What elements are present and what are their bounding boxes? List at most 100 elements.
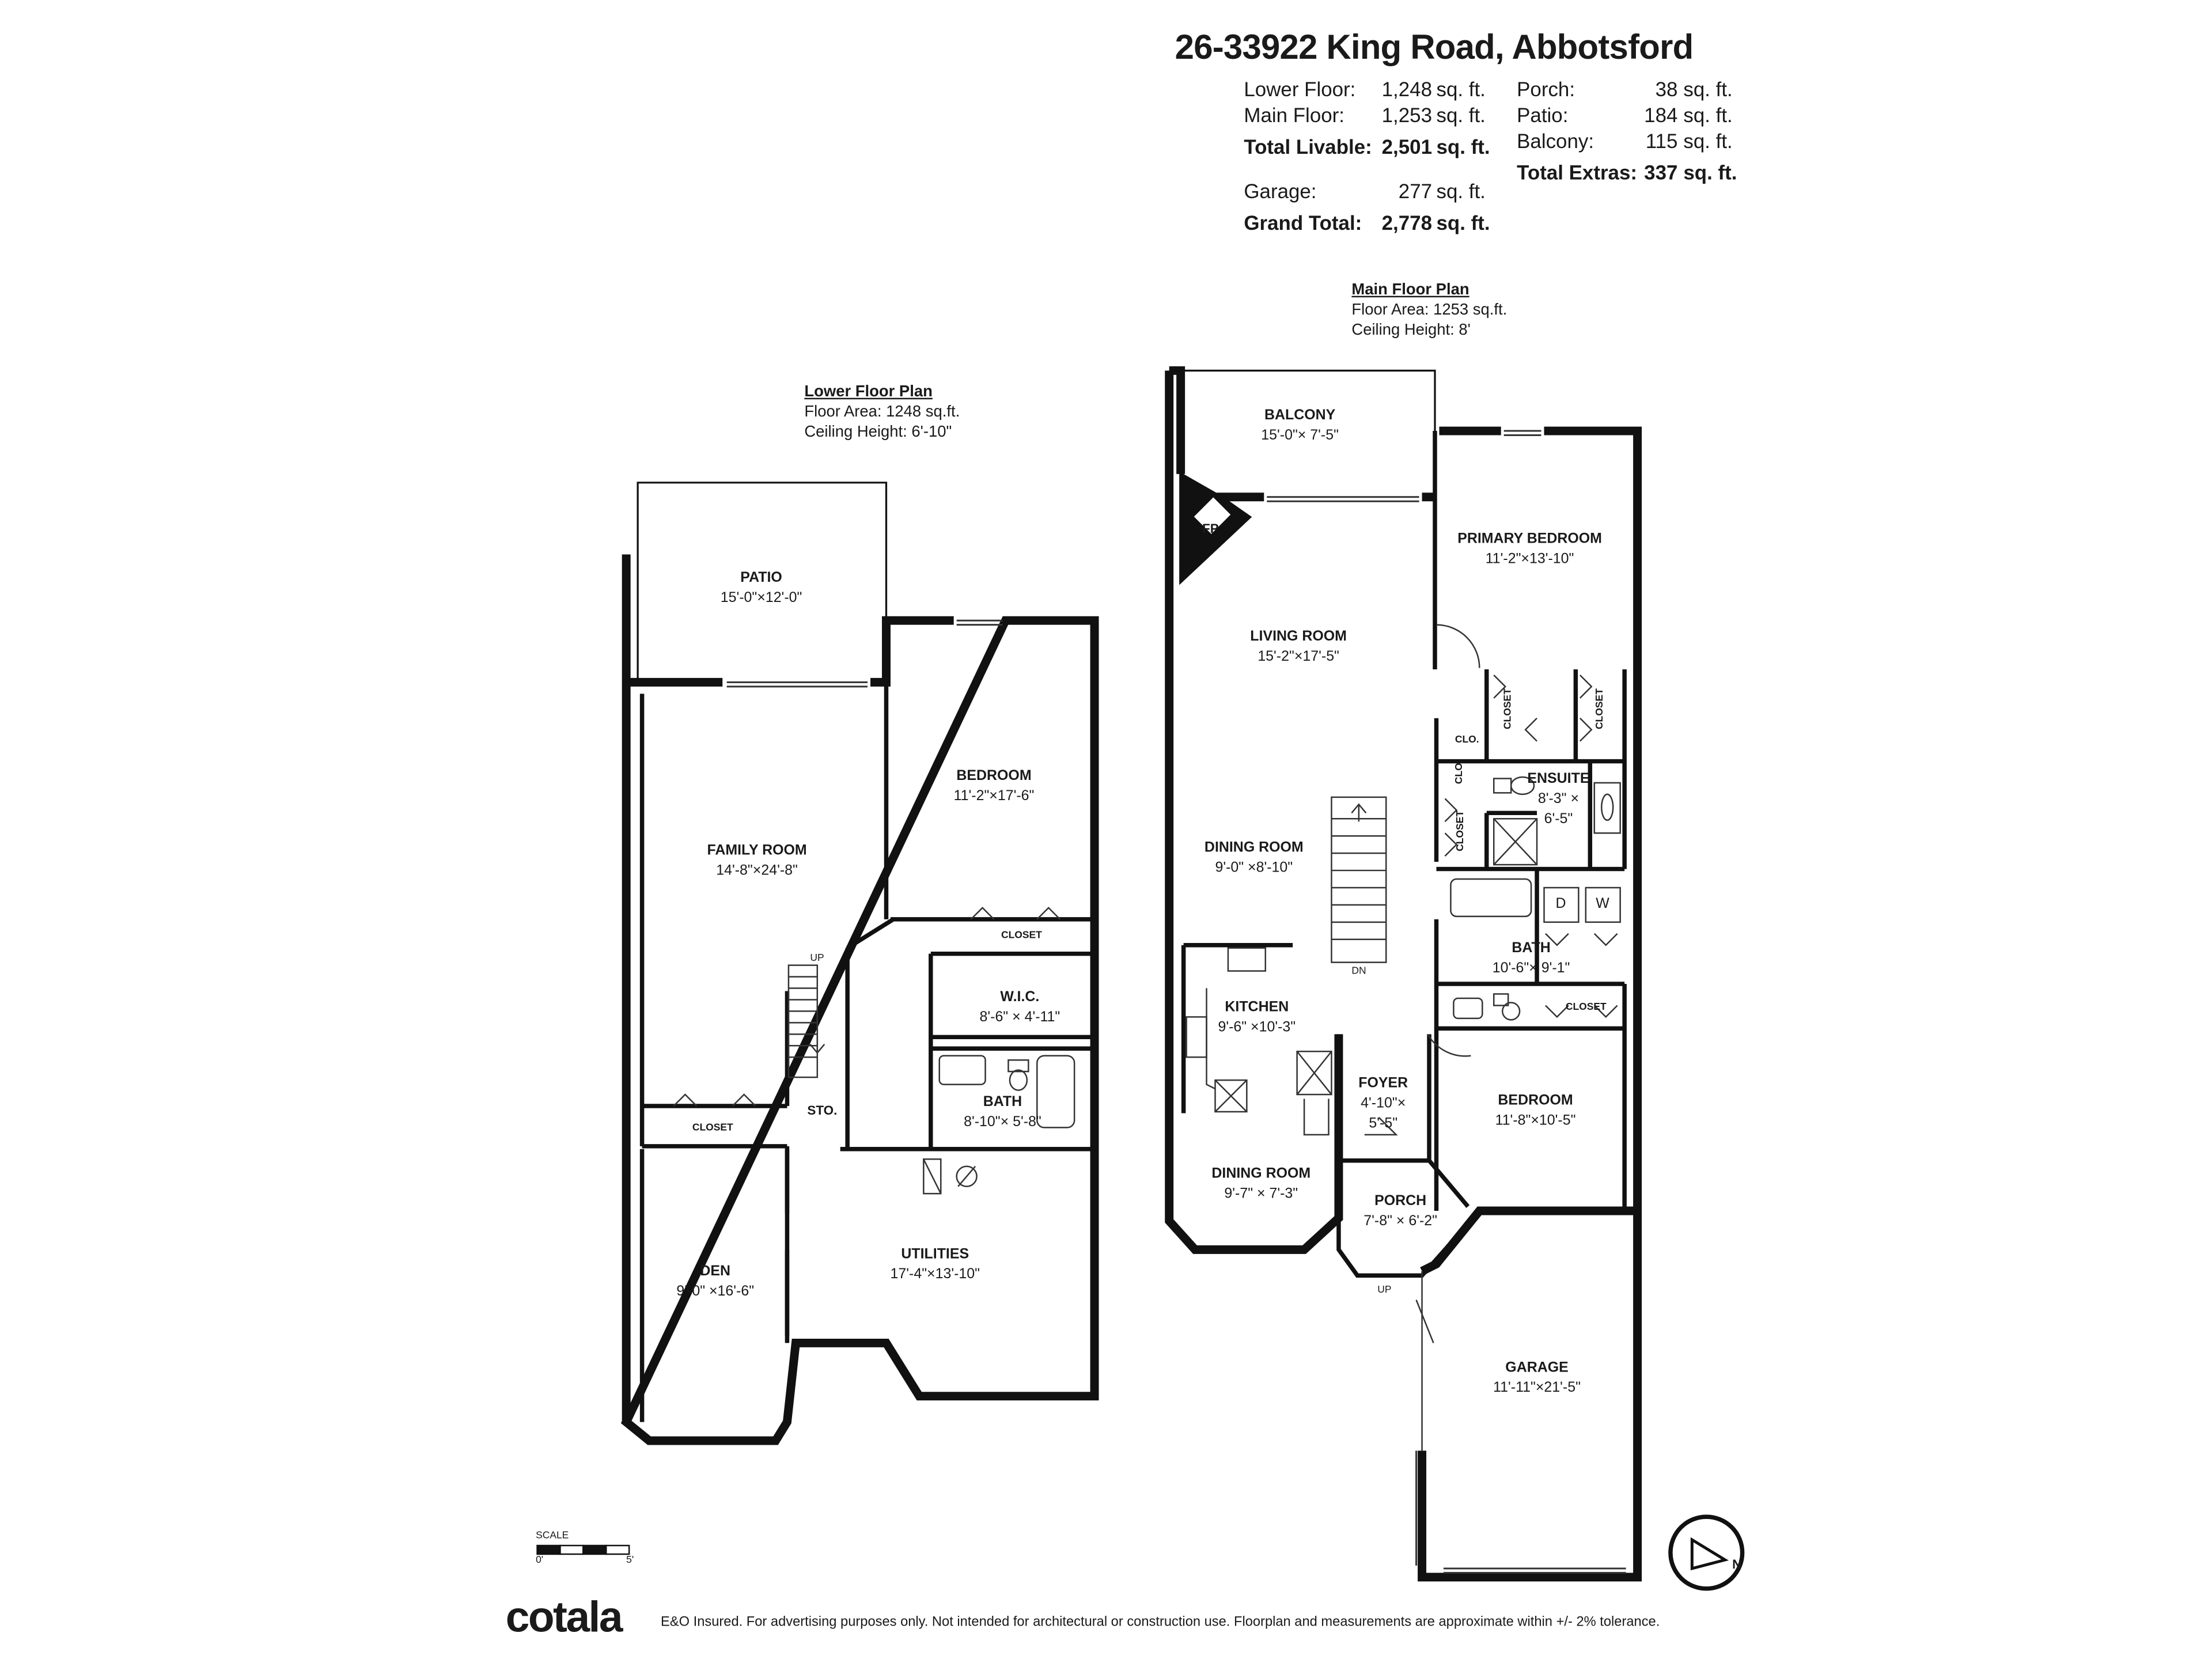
room-dimensions: 7'-8" × 6'-2" bbox=[1363, 1214, 1438, 1230]
main-stairs bbox=[1331, 796, 1387, 963]
cotala-logo: cotala bbox=[505, 1594, 623, 1642]
scale-max-label: 5' bbox=[626, 1555, 634, 1566]
room-name: W.I.C. bbox=[1000, 990, 1040, 1006]
main-windows bbox=[1267, 430, 1626, 1574]
room-dimensions: 9'-0" ×16'-6" bbox=[676, 1284, 755, 1300]
main-closet-c-label: CLOSET bbox=[1456, 810, 1467, 851]
area-label: Lower Floor: bbox=[1244, 77, 1356, 101]
room-dimensions: 11'-11"×21'-5" bbox=[1493, 1380, 1581, 1396]
room-name: DEN bbox=[700, 1264, 731, 1280]
lower-storage-label: STO. bbox=[807, 1103, 838, 1118]
room-name: BEDROOM bbox=[1498, 1093, 1573, 1109]
lower-room-label: PATIO 15'-0"×12'-0" bbox=[721, 569, 802, 609]
area-label: Porch: bbox=[1517, 77, 1575, 101]
lower-bath-fixtures bbox=[938, 1055, 1075, 1128]
main-room-label: LIVING ROOM 15'-2"×17'-5" bbox=[1250, 628, 1347, 668]
footer-disclaimer: E&O Insured. For advertising purposes on… bbox=[661, 1614, 1660, 1631]
main-porch-wall bbox=[1336, 1034, 1482, 1278]
lower-closet-bedroom-label: CLOSET bbox=[1001, 930, 1042, 941]
area-value: 115 bbox=[1645, 129, 1678, 153]
room-name: DINING ROOM bbox=[1211, 1166, 1311, 1183]
lower-floor-ceiling: Ceiling Height: 6'-10" bbox=[804, 423, 952, 441]
area-label: Main Floor: bbox=[1244, 103, 1344, 127]
room-name: ENSUITE bbox=[1527, 771, 1590, 787]
room-dimensions: 11'-8"×10'-5" bbox=[1495, 1113, 1576, 1129]
main-clo-a-label: CLO. bbox=[1455, 735, 1479, 746]
main-floor-heading: Main Floor Plan Floor Area: 1253 sq.ft. … bbox=[1351, 280, 1507, 340]
lower-interior-walls bbox=[639, 683, 1092, 1336]
area-value: 184 bbox=[1644, 103, 1678, 127]
lower-stairs bbox=[787, 964, 825, 1078]
main-closet-b-label: CLOSET bbox=[1595, 688, 1605, 729]
main-room-label: BATH 10'-6"× 9'-1" bbox=[1493, 940, 1570, 980]
main-room-label: ENSUITE 8'-3" × 6'-5" bbox=[1527, 770, 1589, 831]
area-value: 2,501 bbox=[1381, 135, 1433, 158]
room-name: DINING ROOM bbox=[1204, 840, 1304, 857]
room-dimensions-line2: 6'-5" bbox=[1544, 811, 1573, 828]
area-value: 1,248 bbox=[1381, 77, 1433, 101]
lower-floor-heading: Lower Floor Plan Floor Area: 1248 sq.ft.… bbox=[804, 382, 960, 442]
area-value: 2,778 bbox=[1381, 211, 1433, 234]
main-closet-d-label: CLOSET bbox=[1565, 1002, 1607, 1013]
area-unit: sq. ft. bbox=[1683, 103, 1733, 127]
room-name: BATH bbox=[1512, 941, 1551, 957]
area-value: 337 bbox=[1644, 161, 1678, 184]
area-unit: sq. ft. bbox=[1436, 77, 1486, 101]
main-stairs-up-label: UP bbox=[1377, 1285, 1392, 1296]
area-unit: sq. ft. bbox=[1436, 211, 1490, 234]
area-unit: sq. ft. bbox=[1683, 77, 1733, 101]
room-dimensions: 8'-10"× 5'-8" bbox=[964, 1114, 1041, 1131]
main-room-label: DINING ROOM 9'-0" ×8'-10" bbox=[1205, 839, 1304, 879]
room-name: BALCONY bbox=[1264, 408, 1336, 424]
lower-utility-symbols bbox=[923, 1158, 978, 1195]
main-doors bbox=[1364, 624, 1618, 1451]
room-dimensions: 4'-10"× bbox=[1361, 1096, 1406, 1112]
area-unit: sq. ft. bbox=[1683, 161, 1737, 184]
area-label: Balcony: bbox=[1517, 129, 1594, 153]
room-name: GARAGE bbox=[1505, 1360, 1569, 1376]
scale-label: SCALE bbox=[536, 1531, 569, 1541]
dryer-label: D bbox=[1555, 896, 1566, 912]
main-closet-a-label: CLOSET bbox=[1503, 688, 1514, 729]
room-dimensions: 10'-6"× 9'-1" bbox=[1492, 961, 1570, 977]
area-value: 38 bbox=[1655, 77, 1678, 101]
main-floor-ceiling: Ceiling Height: 8' bbox=[1351, 321, 1471, 339]
area-unit: sq. ft. bbox=[1436, 135, 1490, 158]
lower-exterior-wall bbox=[620, 554, 1099, 1445]
lower-windows bbox=[726, 619, 1003, 688]
room-dimensions: 8'-6" × 4'-11" bbox=[979, 1009, 1060, 1026]
room-dimensions: 17'-4"×13'-10" bbox=[890, 1267, 980, 1283]
main-clo-b-label: CLO. bbox=[1455, 760, 1465, 785]
lower-closet-doors bbox=[673, 907, 1061, 1107]
room-dimensions: 11'-2"×13'-10" bbox=[1485, 551, 1574, 567]
lower-stairs-up-label: UP bbox=[810, 953, 824, 964]
area-label: Garage: bbox=[1244, 179, 1317, 203]
lower-den-wall bbox=[639, 1149, 790, 1422]
room-dimensions: 15'-0"× 7'-5" bbox=[1261, 428, 1339, 444]
area-label: Grand Total: bbox=[1244, 211, 1362, 234]
room-name: UTILITIES bbox=[901, 1247, 969, 1263]
lower-patio-outline bbox=[637, 482, 888, 683]
room-name: PATIO bbox=[740, 570, 782, 586]
room-dimensions: 15'-2"×17'-5" bbox=[1257, 649, 1339, 665]
area-label: Total Livable: bbox=[1244, 135, 1372, 158]
room-dimensions: 8'-3" × bbox=[1537, 791, 1580, 808]
scale-min-label: 0' bbox=[536, 1555, 544, 1566]
fireplace-label: FP bbox=[1202, 521, 1219, 536]
room-dimensions: 11'-2"×17'-6" bbox=[953, 788, 1035, 805]
lower-room-label: UTILITIES 17'-4"×13'-10" bbox=[891, 1245, 980, 1286]
washer-label: W bbox=[1596, 896, 1609, 912]
lower-closet-family-label: CLOSET bbox=[692, 1123, 733, 1134]
room-name: FAMILY ROOM bbox=[707, 843, 807, 859]
room-dimensions: 9'-0" ×8'-10" bbox=[1215, 860, 1293, 877]
room-name: LIVING ROOM bbox=[1250, 629, 1347, 645]
property-address: 26-33922 King Road, Abbotsford bbox=[1175, 28, 1694, 68]
kitchen-fixtures bbox=[1185, 947, 1332, 1136]
main-room-label: BEDROOM 11'-8"×10'-5" bbox=[1495, 1092, 1576, 1132]
room-dimensions: 15'-0"×12'-0" bbox=[720, 590, 802, 607]
